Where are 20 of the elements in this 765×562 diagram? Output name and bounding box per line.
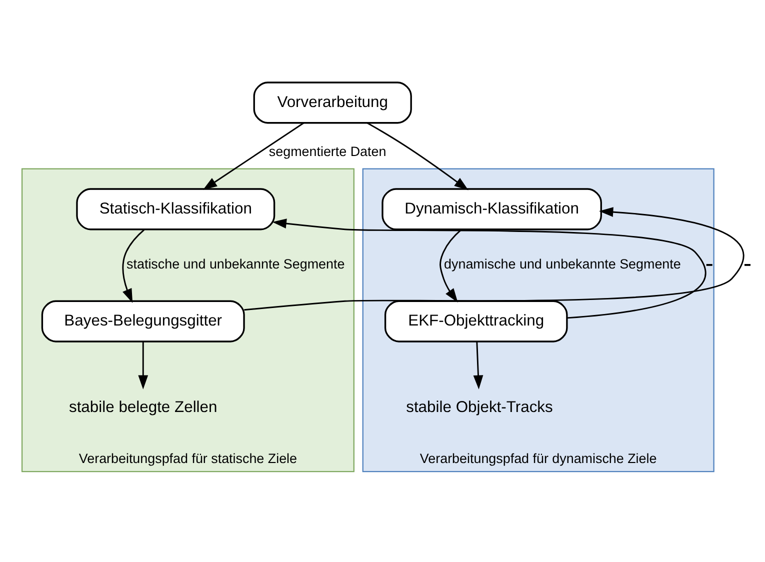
- node-text: stabile belegte Zellen: [68, 398, 218, 416]
- edge-label: -: [743, 250, 752, 278]
- edge-label: -: [705, 250, 714, 278]
- arrow: [122, 228, 145, 302]
- arrow: [202, 122, 304, 190]
- edge-label: dynamische und unbekannte Segmente: [444, 256, 681, 272]
- arrow: [440, 228, 462, 302]
- edge-label: segmentierte Daten: [268, 144, 386, 159]
- node-text: stabile Objekt-Tracks: [406, 398, 553, 416]
- node-box: Statisch-Klassifikation: [76, 188, 276, 230]
- arrow: [366, 122, 468, 190]
- arrow: [138, 341, 148, 389]
- arrow: [473, 340, 484, 389]
- edge-label: statische und unbekannte Segmente: [126, 256, 345, 272]
- node-box: Vorverarbeitung: [253, 81, 412, 124]
- arrow: [244, 206, 744, 310]
- arrow: [272, 218, 706, 318]
- node-box: Bayes-Belegungsgitter: [41, 300, 245, 342]
- node-box: Dynamisch-Klassifikation: [382, 188, 602, 230]
- node-box: EKF-Objekttracking: [384, 300, 568, 342]
